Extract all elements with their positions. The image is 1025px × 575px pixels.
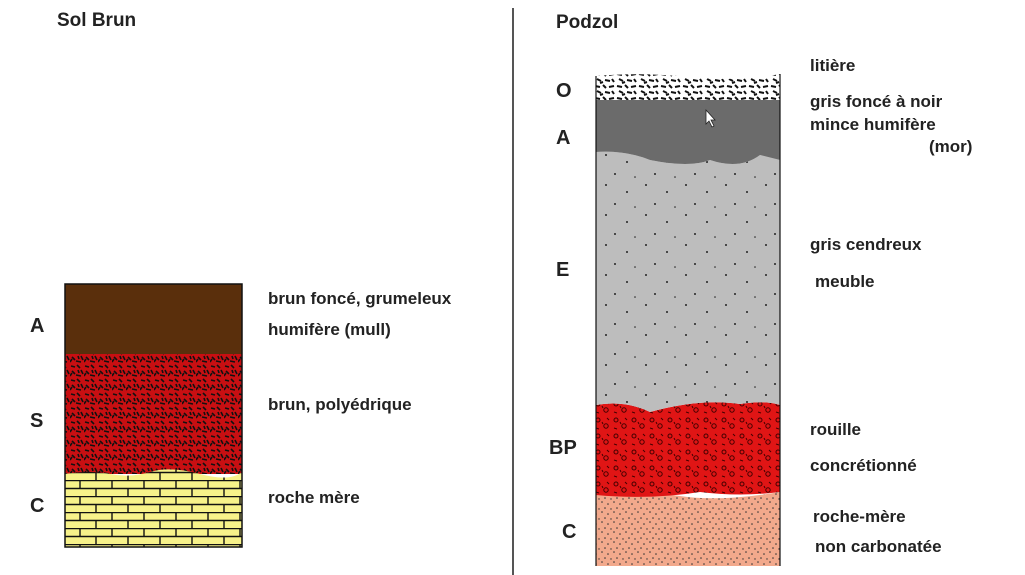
podzol-horizon-C-label: C xyxy=(562,521,577,543)
sol-brun-horizon-A-layer xyxy=(65,284,242,354)
podzol-C-desc-2: non carbonatée xyxy=(815,537,942,556)
sol-brun-profile xyxy=(64,283,243,548)
sol-brun-A-desc-2: humifère (mull) xyxy=(268,320,391,339)
podzol-horizon-E-layer xyxy=(596,151,780,412)
sol-brun-S-desc-1: brun, polyédrique xyxy=(268,395,412,414)
sol-brun-horizon-S-label: S xyxy=(30,410,44,432)
mouse-cursor-icon xyxy=(705,108,716,128)
podzol-horizon-BP-layer xyxy=(596,402,780,497)
podzol-horizon-BP-label: BP xyxy=(549,437,577,459)
sol-brun-title: Sol Brun xyxy=(57,10,137,31)
podzol-horizon-A-layer xyxy=(596,100,780,164)
podzol-C-desc-1: roche-mère xyxy=(813,507,906,526)
sol-brun-horizon-C-layer xyxy=(65,469,242,547)
podzol-profile xyxy=(595,74,781,566)
podzol-E-desc-1: gris cendreux xyxy=(810,235,922,254)
podzol-horizon-O-layer xyxy=(596,74,780,100)
podzol-E-desc-2: meuble xyxy=(815,272,875,291)
sol-brun-horizon-C-label: C xyxy=(30,495,45,517)
podzol-A-desc-3: (mor) xyxy=(929,137,973,156)
podzol-BP-desc-1: rouille xyxy=(810,420,862,439)
podzol-horizon-O-label: O xyxy=(556,80,572,102)
sol-brun-A-desc-1: brun foncé, grumeleux xyxy=(268,289,452,308)
podzol-title: Podzol xyxy=(556,12,619,33)
sol-brun-horizon-A-label: A xyxy=(30,315,45,337)
podzol-A-desc-1: gris foncé à noir xyxy=(810,92,943,111)
podzol-BP-desc-2: concrétionné xyxy=(810,456,917,475)
sol-brun-C-desc-1: roche mère xyxy=(268,488,360,507)
podzol-horizon-E-label: E xyxy=(556,259,570,281)
podzol-horizon-C-layer xyxy=(596,492,780,566)
podzol-O-desc-1: litière xyxy=(810,56,856,75)
sol-brun-horizon-S-layer xyxy=(65,354,242,474)
panel-divider xyxy=(512,8,514,575)
podzol-A-desc-2: mince humifère xyxy=(810,115,936,134)
podzol-horizon-A-label: A xyxy=(556,127,571,149)
